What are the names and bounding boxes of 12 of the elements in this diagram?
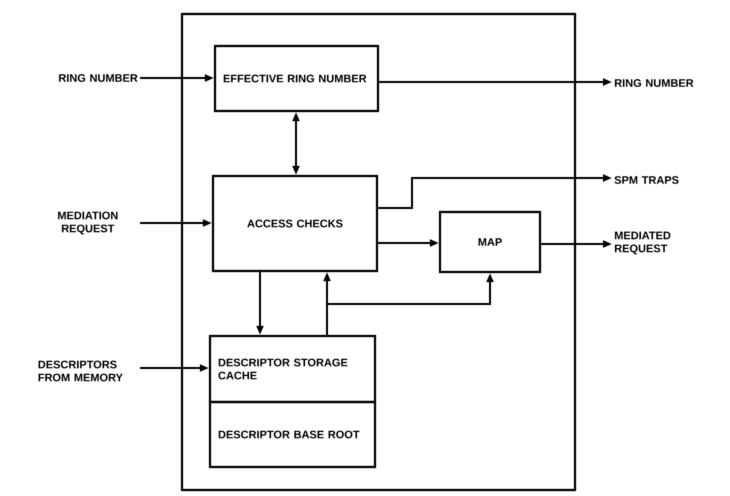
signal-label: DESCRIPTORS FROM MEMORY (38, 360, 123, 382)
process-box: EFFECTIVE RING NUMBER (214, 44, 380, 112)
signal-label: RING NUMBER (614, 79, 694, 87)
signal-label: MEDIATION REQUEST (58, 212, 118, 234)
signal-label: MEDIATED REQUEST (614, 232, 670, 254)
outer-box (180, 12, 576, 492)
signal-label: SPM TRAPS (614, 176, 679, 184)
process-box: DESCRIPTOR STORAGE CACHE (208, 334, 376, 404)
process-box: DESCRIPTOR BASE ROOT (208, 400, 376, 468)
process-box: ACCESS CHECKS (212, 174, 378, 272)
process-box: MAP (438, 210, 542, 274)
signal-label: RING NUMBER (59, 74, 138, 82)
